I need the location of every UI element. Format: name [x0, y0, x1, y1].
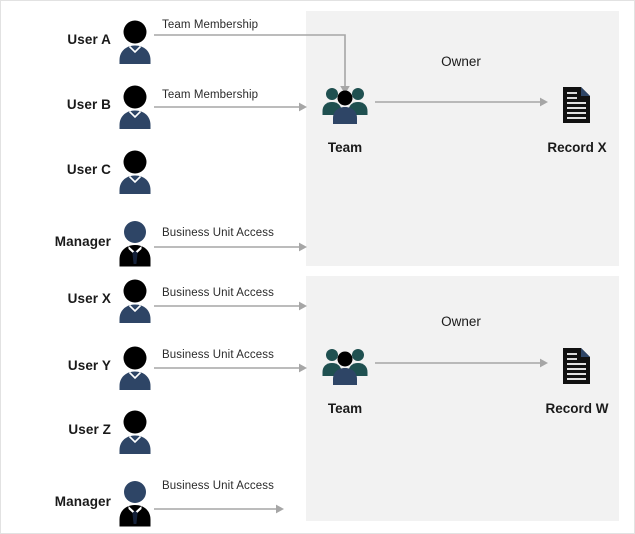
manager-icon — [114, 219, 156, 267]
record-icon — [562, 347, 592, 385]
user-icon — [114, 148, 156, 194]
manager-icon — [114, 479, 156, 527]
team-icon — [321, 85, 369, 125]
edge-label-user-a: Team Membership — [162, 19, 259, 31]
actor-label-user-x: User X — [67, 291, 111, 306]
edge-label-manager-top: Business Unit Access — [162, 227, 274, 239]
edge-label-manager-bottom: Business Unit Access — [162, 480, 274, 492]
actor-label-user-z: User Z — [68, 422, 111, 437]
connector-user-y-to-panel — [154, 363, 307, 373]
owner-panel-top — [306, 11, 619, 266]
owner-panel-bottom — [306, 276, 619, 521]
actor-label-user-c: User C — [66, 162, 111, 177]
user-icon — [114, 83, 156, 129]
edge-label-user-y: Business Unit Access — [162, 349, 274, 361]
actor-label-user-a: User A — [67, 32, 111, 47]
record-label-w: Record W — [545, 401, 609, 416]
edge-label-user-x: Business Unit Access — [162, 287, 274, 299]
connector-user-b-to-panel — [154, 102, 307, 112]
edge-label-user-b: Team Membership — [162, 89, 259, 101]
connector-user-x-to-panel — [154, 301, 307, 311]
actor-label-manager-bottom: Manager — [54, 494, 111, 509]
actor-label-user-y: User Y — [67, 358, 111, 373]
connector-user-a-to-team — [154, 34, 350, 94]
user-icon — [114, 344, 156, 390]
user-icon — [114, 18, 156, 64]
owner-label-bottom: Owner — [441, 314, 481, 329]
team-label-top: Team — [327, 140, 363, 155]
connector-team-to-record-w — [375, 358, 548, 368]
connector-manager-top-to-panel — [154, 242, 307, 252]
record-label-x: Record X — [547, 140, 607, 155]
owner-label-top: Owner — [441, 54, 481, 69]
user-icon — [114, 277, 156, 323]
team-label-bottom: Team — [327, 401, 363, 416]
connector-manager-bottom — [154, 504, 284, 514]
record-icon — [562, 86, 592, 124]
user-icon — [114, 408, 156, 454]
team-icon — [321, 346, 369, 386]
actor-label-manager-top: Manager — [54, 234, 111, 249]
connector-team-to-record-x — [375, 97, 548, 107]
actor-label-user-b: User B — [66, 97, 111, 112]
